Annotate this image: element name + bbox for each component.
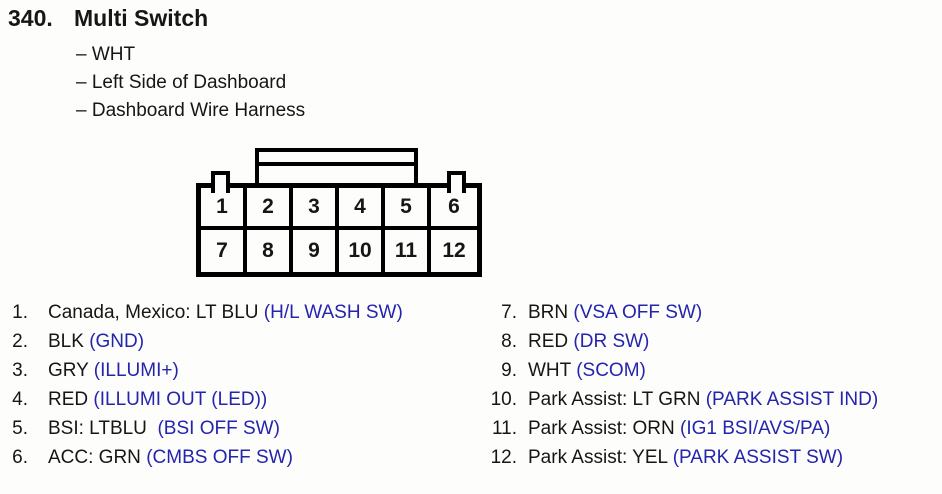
connector-cell-5: 5 [385, 188, 431, 230]
connector-latch-band [259, 162, 414, 166]
pin-number: 5. [12, 418, 28, 439]
pin-number: 1. [12, 302, 28, 323]
pin-description: RED (ILLUMI OUT (LED)) [48, 385, 267, 414]
pin-signal: (ILLUMI OUT (LED)) [93, 389, 268, 410]
pin-description: Park Assist: YEL (PARK ASSIST SW) [528, 443, 843, 472]
pin-row-3: 3. GRY (ILLUMI+) [5, 356, 403, 385]
pin-signal: (H/L WASH SW) [263, 302, 403, 323]
connector-body: 1 2 3 4 5 6 7 8 9 10 11 12 [196, 183, 482, 277]
pin-row-2: 2. BLK (GND) [5, 327, 403, 356]
pin-signal: (BSI OFF SW) [157, 418, 280, 439]
pin-signal: (DR SW) [573, 331, 650, 352]
connector-cell-4: 4 [339, 188, 385, 230]
pin-number: 8. [501, 331, 517, 352]
pin-signal: (SCOM) [576, 360, 646, 381]
pin-number: 7. [501, 302, 517, 323]
pin-label: Park Assist: YEL [528, 447, 668, 468]
pin-label: Park Assist: ORN [528, 418, 675, 439]
connector-cell-3: 3 [293, 188, 339, 230]
pin-row-8: 8. RED (DR SW) [480, 327, 878, 356]
pin-list-left: 1. Canada, Mexico: LT BLU (H/L WASH SW) … [5, 298, 403, 472]
pin-row-12: 12. Park Assist: YEL (PARK ASSIST SW) [480, 443, 878, 472]
pin-description: ACC: GRN (CMBS OFF SW) [48, 443, 293, 472]
pin-number: 3. [12, 360, 28, 381]
connector-notch-right [447, 171, 466, 193]
item-title: Multi Switch [74, 5, 209, 31]
pin-label: BRN [528, 302, 569, 323]
pin-number: 6. [12, 447, 28, 468]
pin-number: 9. [501, 360, 517, 381]
pin-label: RED [528, 331, 569, 352]
pin-label: Canada, Mexico: LT BLU [48, 302, 259, 323]
connector-cell-9: 9 [293, 230, 339, 272]
pin-row-4: 4. RED (ILLUMI OUT (LED)) [5, 385, 403, 414]
pin-signal: (PARK ASSIST IND) [705, 389, 879, 410]
connector-diagram: 1 2 3 4 5 6 7 8 9 10 11 12 [196, 148, 482, 277]
pin-label: WHT [528, 360, 571, 381]
pin-signal: (CMBS OFF SW) [146, 447, 293, 468]
connector-cell-8: 8 [247, 230, 293, 272]
detail-item-location: – Left Side of Dashboard [76, 72, 287, 93]
pin-number: 12. [490, 447, 517, 468]
pin-label: ACC: GRN [48, 447, 141, 468]
connector-cell-12: 12 [442, 239, 466, 262]
pin-description: RED (DR SW) [528, 327, 649, 356]
connector-cell-11: 11 [385, 230, 431, 272]
connector-notch-left [211, 171, 230, 193]
pin-row-7: 7. BRN (VSA OFF SW) [480, 298, 878, 327]
pin-description: WHT (SCOM) [528, 356, 646, 385]
pin-list-right: 7. BRN (VSA OFF SW) 8. RED (DR SW) 9. WH… [480, 298, 879, 472]
connector-cell-10: 10 [339, 230, 385, 272]
pin-label: BLK [48, 331, 84, 352]
pin-signal: (IG1 BSI/AVS/PA) [680, 418, 831, 439]
pin-row-11: 11. Park Assist: ORN (IG1 BSI/AVS/PA) [480, 414, 878, 443]
page-title: 340. Multi Switch [8, 4, 208, 32]
connector-cell-2: 2 [247, 188, 293, 230]
pin-row-6: 6. ACC: GRN (CMBS OFF SW) [5, 443, 403, 472]
pin-row-1: 1. Canada, Mexico: LT BLU (H/L WASH SW) [5, 298, 403, 327]
pin-description: BLK (GND) [48, 327, 144, 356]
connector-cell-6: 6 [431, 188, 477, 230]
pin-signal: (VSA OFF SW) [573, 302, 703, 323]
pin-number: 11. [491, 418, 517, 439]
pin-description: BRN (VSA OFF SW) [528, 298, 702, 327]
detail-list: – WHT – Left Side of Dashboard – Dashboa… [76, 41, 305, 125]
pin-signal: (GND) [89, 331, 145, 352]
connector-latch [255, 148, 418, 184]
pin-row-5: 5. BSI: LTBLU (BSI OFF SW) [5, 414, 403, 443]
pin-row-10: 10. Park Assist: LT GRN (PARK ASSIST IND… [480, 385, 879, 414]
pin-signal: (ILLUMI+) [93, 360, 179, 381]
pin-label: BSI: LTBLU [48, 418, 153, 439]
pin-description: GRY (ILLUMI+) [48, 356, 179, 385]
pin-signal: (PARK ASSIST SW) [672, 447, 844, 468]
detail-item-color: – WHT [76, 44, 136, 65]
connector-cell-7: 7 [201, 230, 247, 272]
pin-label: GRY [48, 360, 89, 381]
pin-number: 10. [490, 389, 517, 410]
pin-number: 4. [12, 389, 28, 410]
detail-item-harness: – Dashboard Wire Harness [76, 100, 306, 121]
pin-description: Canada, Mexico: LT BLU (H/L WASH SW) [48, 298, 403, 327]
pin-row-9: 9. WHT (SCOM) [480, 356, 878, 385]
pin-number: 2. [12, 331, 28, 352]
connector-cell-1: 1 [201, 188, 247, 230]
pin-description: BSI: LTBLU (BSI OFF SW) [48, 414, 280, 443]
pin-label: RED [48, 389, 89, 410]
pin-label: Park Assist: LT GRN [528, 389, 701, 410]
pin-description: Park Assist: ORN (IG1 BSI/AVS/PA) [528, 414, 830, 443]
item-number: 340. [8, 5, 53, 31]
pin-description: Park Assist: LT GRN (PARK ASSIST IND) [528, 385, 878, 414]
